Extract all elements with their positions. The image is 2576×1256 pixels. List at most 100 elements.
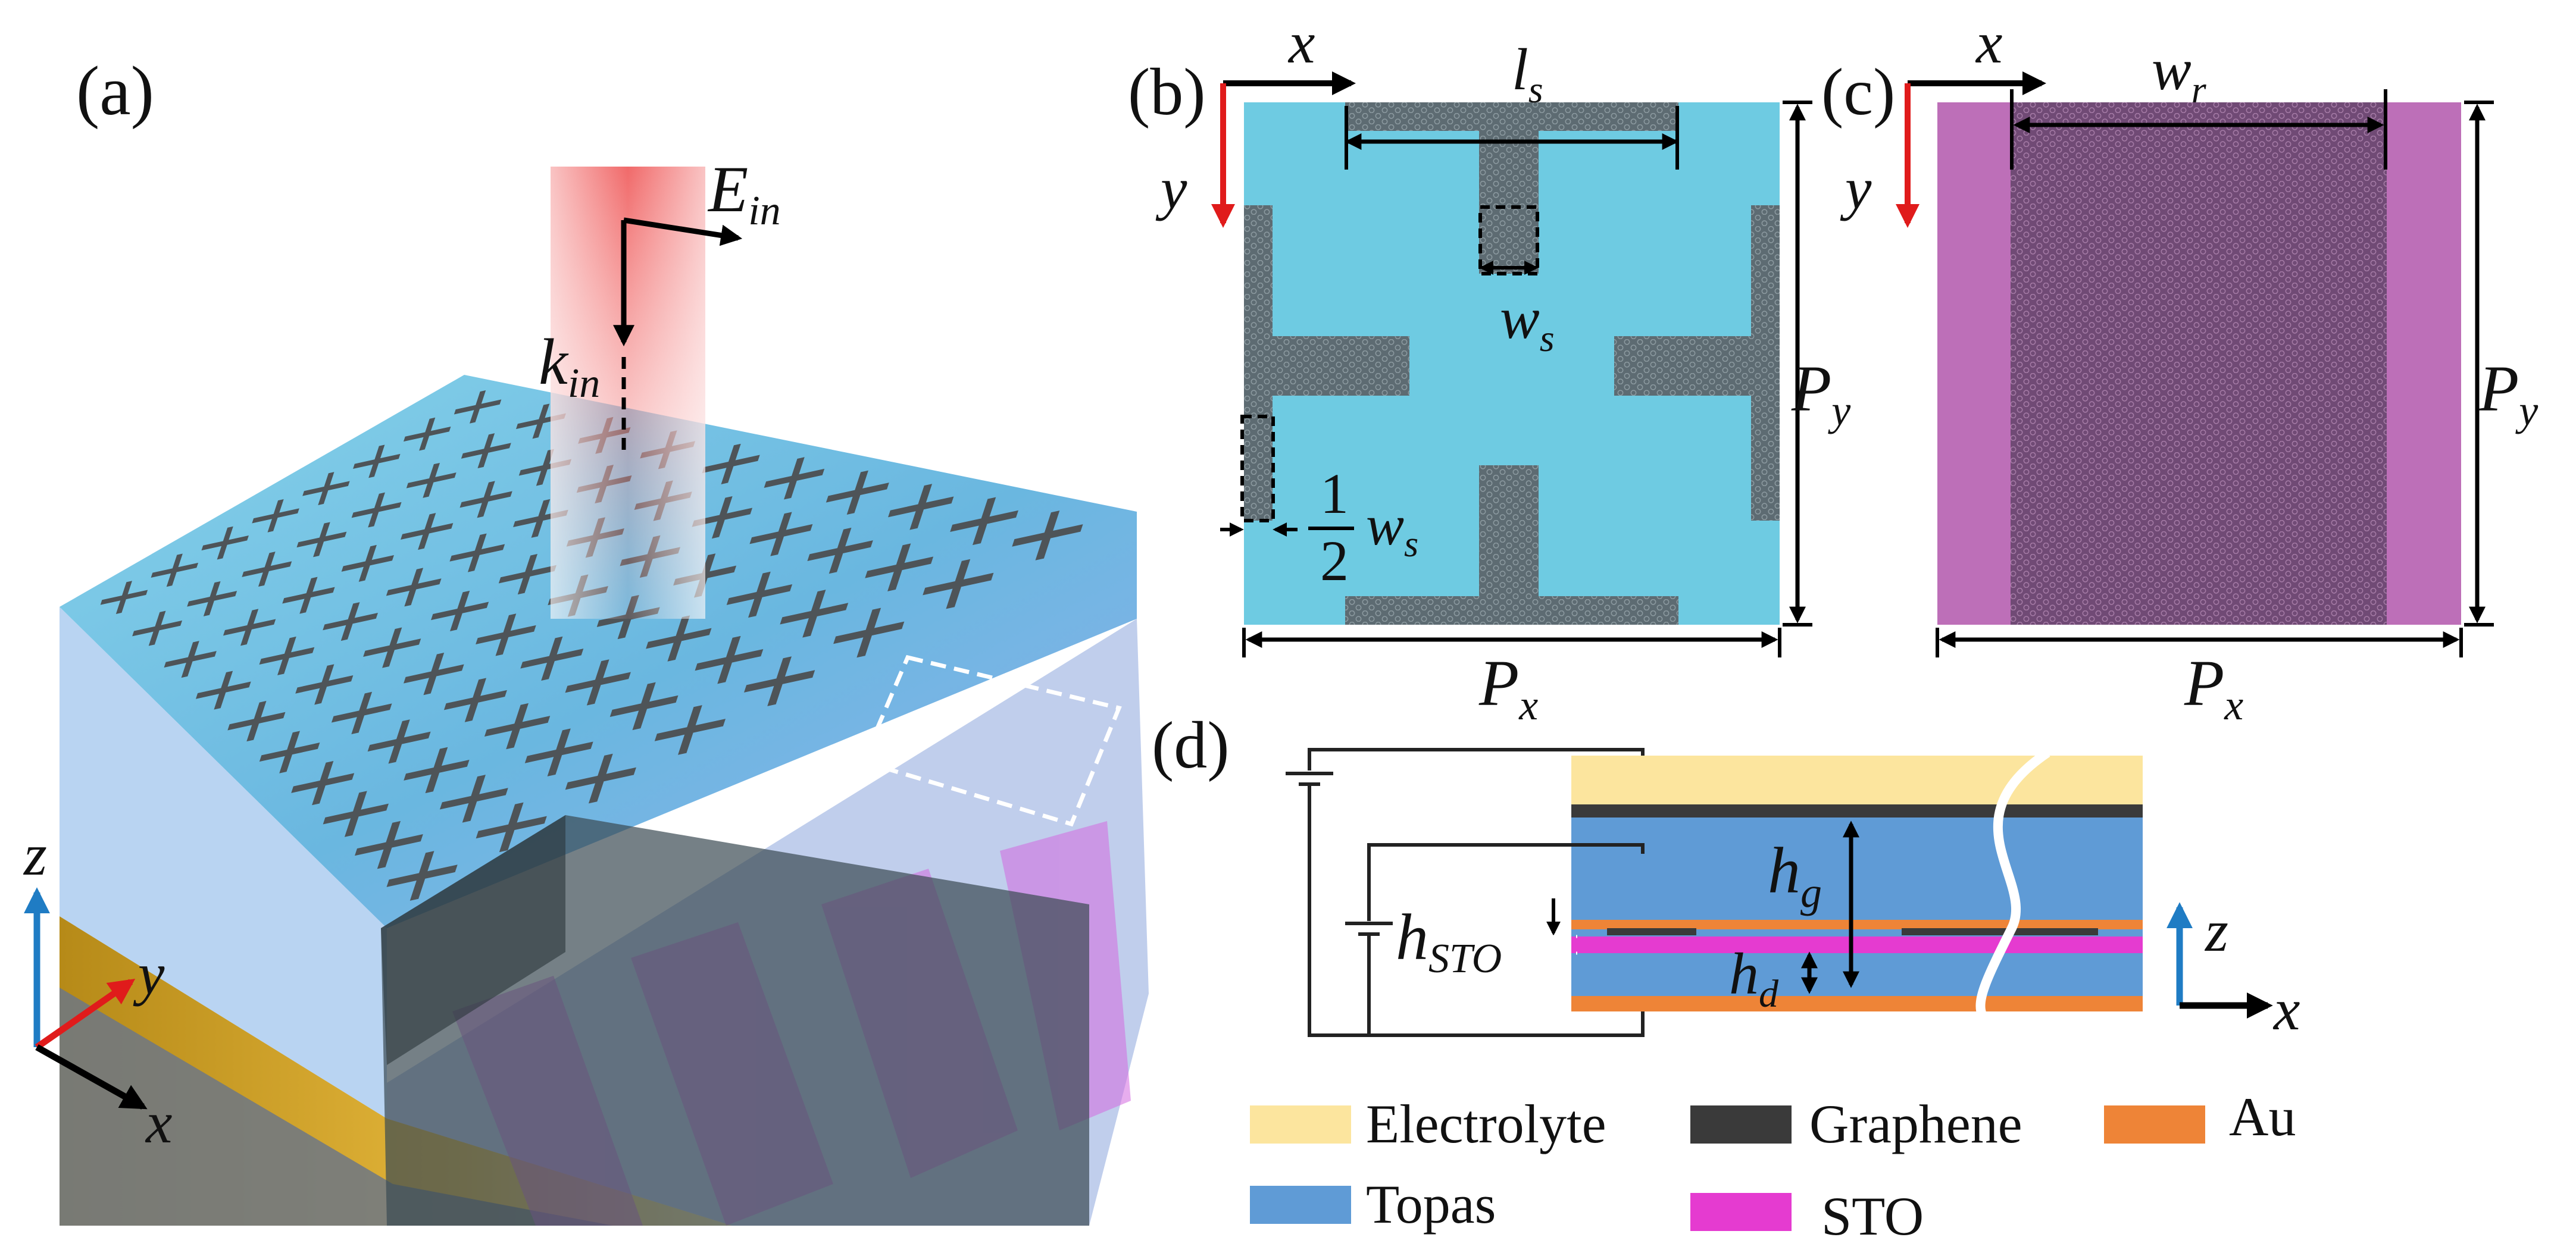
legend-swatch xyxy=(1250,1186,1351,1224)
legend-item-au: Au xyxy=(2104,1086,2296,1147)
cross-resonator xyxy=(151,553,199,587)
topas-dielectric-layer xyxy=(1571,953,2143,996)
cross-resonator xyxy=(353,444,401,478)
panel-b-label: (b) xyxy=(1128,55,1206,129)
cross-resonator xyxy=(702,443,760,484)
axis-y-label: y xyxy=(133,941,165,1007)
cross-resonator xyxy=(223,609,276,646)
cross-resonator xyxy=(242,552,292,587)
axis-x-arrow xyxy=(35,1044,148,1110)
graphene-ribbon-2 xyxy=(1902,928,2098,935)
cross-resonator xyxy=(520,636,584,681)
cross-resonator xyxy=(187,581,237,616)
cross-resonator xyxy=(459,481,512,518)
sto-layer xyxy=(1571,936,2143,953)
cross-resonator xyxy=(100,581,148,614)
cross-resonator xyxy=(367,719,431,764)
cross-resonator xyxy=(476,613,536,656)
c-Py-label: Py xyxy=(2478,352,2538,434)
wr-label: wr xyxy=(2152,36,2207,111)
cross-resonator xyxy=(950,497,1018,546)
cross-resonator xyxy=(923,559,994,609)
cross-resonator xyxy=(401,513,454,550)
unit-cell-marker xyxy=(860,654,1122,827)
k-label: kin xyxy=(539,325,600,406)
hd-label: hd xyxy=(1729,941,1779,1016)
incident-beam-edge xyxy=(551,167,705,619)
axis-z-label: z xyxy=(23,822,47,888)
cross-resonator xyxy=(323,791,389,837)
cross-resonator xyxy=(403,417,451,451)
hsto-label: hSTO xyxy=(1396,901,1502,982)
cross-resonator xyxy=(295,664,354,705)
panel-a-label: (a) xyxy=(76,52,154,130)
legend-label: Topas xyxy=(1366,1174,1496,1235)
cross-resonator xyxy=(259,636,315,675)
legend-item-electrolyte: Electrolyte xyxy=(1250,1094,1606,1154)
au-middle-layer xyxy=(1571,920,2143,929)
cross-resonator xyxy=(780,590,849,638)
cross-resonator xyxy=(498,554,557,595)
materials-legend: Electrolyte Graphene Au Topas STO xyxy=(1250,1086,2296,1246)
legend-label: Au xyxy=(2229,1086,2296,1147)
cross-resonator xyxy=(743,656,815,706)
legend-label: Graphene xyxy=(1809,1094,2022,1154)
cross-resonator xyxy=(282,577,335,614)
cross-resonator xyxy=(386,568,442,607)
panel-c-label: (c) xyxy=(1821,55,1895,129)
cross-resonator xyxy=(443,678,507,722)
panel-d-label: (d) xyxy=(1152,709,1230,782)
b-Py-label: Py xyxy=(1791,352,1850,434)
cross-resonator xyxy=(431,590,489,631)
d-axis-z-label: z xyxy=(2204,898,2228,964)
cross-resonator xyxy=(439,775,508,823)
legend-swatch xyxy=(2104,1105,2205,1144)
cross-resonator xyxy=(524,728,593,776)
cross-resonator xyxy=(826,470,889,515)
au-back-layer xyxy=(1571,996,2143,1011)
cross-resonator xyxy=(695,635,764,684)
legend-swatch xyxy=(1250,1105,1351,1144)
cross-resonator xyxy=(302,472,350,505)
cross-resonator xyxy=(484,703,551,750)
legend-swatch xyxy=(1690,1193,1792,1231)
side-face-front xyxy=(60,607,387,1119)
cross-resonator xyxy=(227,701,286,742)
ls-label: ls xyxy=(1512,36,1543,111)
cross-resonator xyxy=(386,851,458,901)
cross-resonator xyxy=(726,571,793,618)
panel-b: (b) x y ls ws 1 2 ws xyxy=(1128,10,1850,729)
cutaway-inner-wall xyxy=(381,815,565,1065)
graphene-top-layer xyxy=(1571,804,2143,818)
legend-swatch xyxy=(1690,1105,1792,1144)
cross-resonator xyxy=(609,682,679,731)
cross-resonator xyxy=(355,820,423,869)
cross-resonator xyxy=(565,753,636,804)
cross-resonator xyxy=(654,705,726,755)
substrate-base xyxy=(60,988,613,1226)
legend-item-topas: Topas xyxy=(1250,1174,1496,1235)
E-label: Ein xyxy=(707,153,781,234)
d-axis-x-label: x xyxy=(2272,976,2300,1042)
cross-resonator xyxy=(164,641,217,678)
cross-resonator xyxy=(888,484,954,530)
cross-resonator xyxy=(565,659,631,706)
cross-resonator xyxy=(351,492,402,528)
legend-item-sto: STO xyxy=(1690,1186,1924,1246)
panel-a: (a) Ein kin xyxy=(23,52,1149,1226)
cross-resonator xyxy=(833,607,905,658)
cross-resonator xyxy=(454,390,502,424)
graphene-ribbon-1 xyxy=(1607,928,1696,935)
legend-item-graphene: Graphene xyxy=(1690,1094,2022,1154)
cross-resonator xyxy=(259,731,320,773)
bias-circuit xyxy=(1286,748,1645,1037)
cross-resonator xyxy=(461,433,511,469)
axis-x-label: x xyxy=(145,1089,172,1155)
cross-resonator xyxy=(323,602,378,641)
panel-c: (c) x y wr Py Px xyxy=(1821,10,2538,729)
c-axis-y-label: y xyxy=(1840,155,1872,221)
cross-resonator xyxy=(646,615,712,662)
half-denominator: 2 xyxy=(1320,529,1349,593)
cross-resonator xyxy=(363,627,421,668)
